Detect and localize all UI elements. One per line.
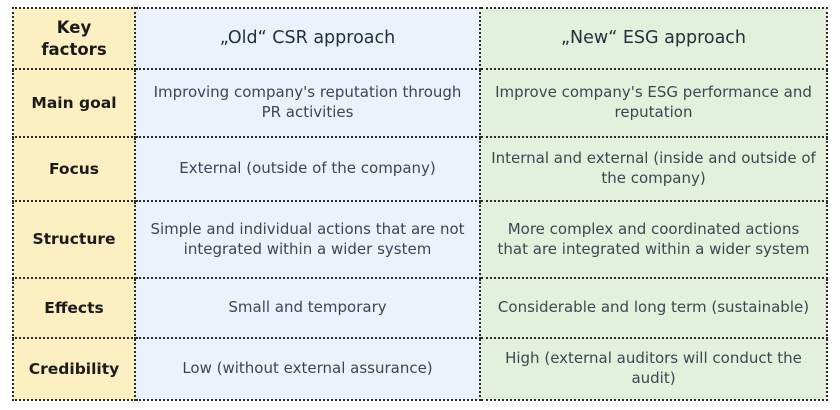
cell-new-credibility: High (external auditors will conduct the…: [479, 337, 828, 401]
csr-esg-comparison-table: Key factors „Old“ CSR approach „New“ ESG…: [12, 7, 828, 401]
table-row: Main goal Improving company's reputation…: [12, 68, 828, 138]
table-row: Effects Small and temporary Considerable…: [12, 277, 828, 339]
row-label-credibility: Credibility: [12, 337, 136, 401]
column-header-new-esg: „New“ ESG approach: [479, 7, 828, 70]
row-label-effects: Effects: [12, 277, 136, 339]
table-row: Structure Simple and individual actions …: [12, 200, 828, 279]
cell-old-effects: Small and temporary: [134, 277, 481, 339]
column-header-key-factors: Key factors: [12, 7, 136, 70]
cell-new-main-goal: Improve company's ESG performance and re…: [479, 68, 828, 138]
cell-old-focus: External (outside of the company): [134, 136, 481, 202]
column-header-old-csr: „Old“ CSR approach: [134, 7, 481, 70]
cell-new-structure: More complex and coordinated actions tha…: [479, 200, 828, 279]
table-row: Focus External (outside of the company) …: [12, 136, 828, 202]
cell-old-main-goal: Improving company's reputation through P…: [134, 68, 481, 138]
row-label-structure: Structure: [12, 200, 136, 279]
row-label-main-goal: Main goal: [12, 68, 136, 138]
cell-new-focus: Internal and external (inside and outsid…: [479, 136, 828, 202]
row-label-focus: Focus: [12, 136, 136, 202]
cell-new-effects: Considerable and long term (sustainable): [479, 277, 828, 339]
cell-old-structure: Simple and individual actions that are n…: [134, 200, 481, 279]
cell-old-credibility: Low (without external assurance): [134, 337, 481, 401]
table-body: Key factors „Old“ CSR approach „New“ ESG…: [12, 7, 828, 401]
table-header-row: Key factors „Old“ CSR approach „New“ ESG…: [12, 7, 828, 70]
table-row: Credibility Low (without external assura…: [12, 337, 828, 401]
comparison-table-container: Key factors „Old“ CSR approach „New“ ESG…: [12, 7, 828, 401]
